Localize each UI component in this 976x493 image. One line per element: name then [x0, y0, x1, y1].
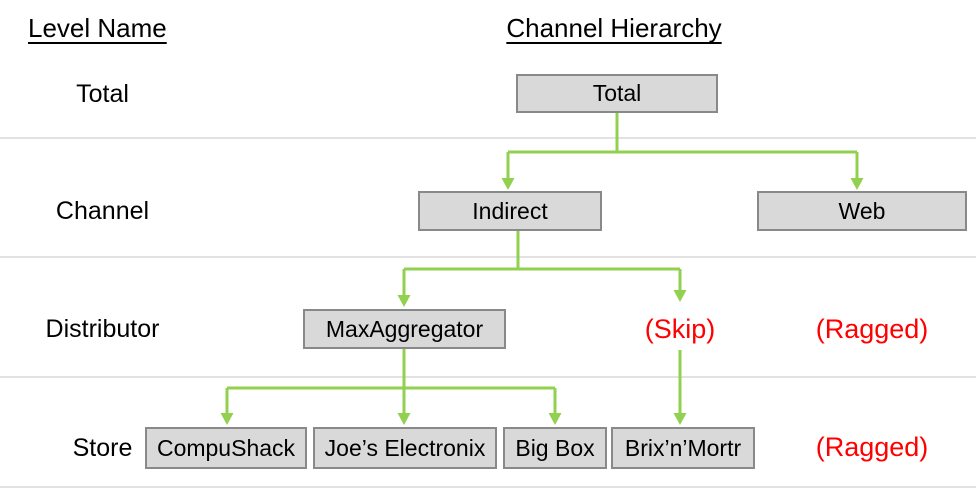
- node-web: Web: [757, 191, 967, 231]
- level-name-heading: Level Name: [28, 13, 167, 43]
- node-indirect: Indirect: [418, 191, 602, 231]
- channel-hierarchy-heading: Channel Hierarchy: [506, 13, 722, 43]
- node-maxaggregator: MaxAggregator: [303, 309, 506, 349]
- level-label-distributor: Distributor: [45, 315, 160, 343]
- node-brixnmortr: Brix’n’Mortr: [611, 427, 755, 469]
- arrowhead-to-big-box: [548, 413, 562, 425]
- annotation-ragged-distributor: (Ragged): [815, 314, 929, 344]
- node-joes-electronix: Joe’s Electronix: [313, 427, 497, 469]
- arrowhead-to-indirect: [501, 178, 515, 190]
- annotation-ragged-store: (Ragged): [815, 432, 929, 462]
- connector-skip-to-brixnmortr: [673, 350, 687, 425]
- connector-total-to-children: [501, 113, 864, 190]
- level-label-channel: Channel: [55, 197, 150, 225]
- annotation-skip: (Skip): [644, 314, 716, 344]
- node-total: Total: [516, 74, 718, 113]
- arrowhead-to-compushack: [220, 413, 234, 425]
- arrowhead-to-web: [850, 178, 864, 190]
- arrowhead-to-maxaggregator: [397, 295, 411, 307]
- level-label-total: Total: [76, 80, 129, 108]
- node-big-box: Big Box: [503, 427, 607, 469]
- arrowhead-to-skip: [673, 290, 687, 302]
- connector-indirect-to-children: [397, 231, 687, 307]
- node-compushack: CompuShack: [145, 427, 307, 469]
- connector-maxaggregator-to-children: [220, 349, 562, 425]
- arrowhead-to-brixnmortr: [673, 413, 687, 425]
- arrowhead-to-joes-electronix: [397, 413, 411, 425]
- level-label-store: Store: [72, 434, 133, 462]
